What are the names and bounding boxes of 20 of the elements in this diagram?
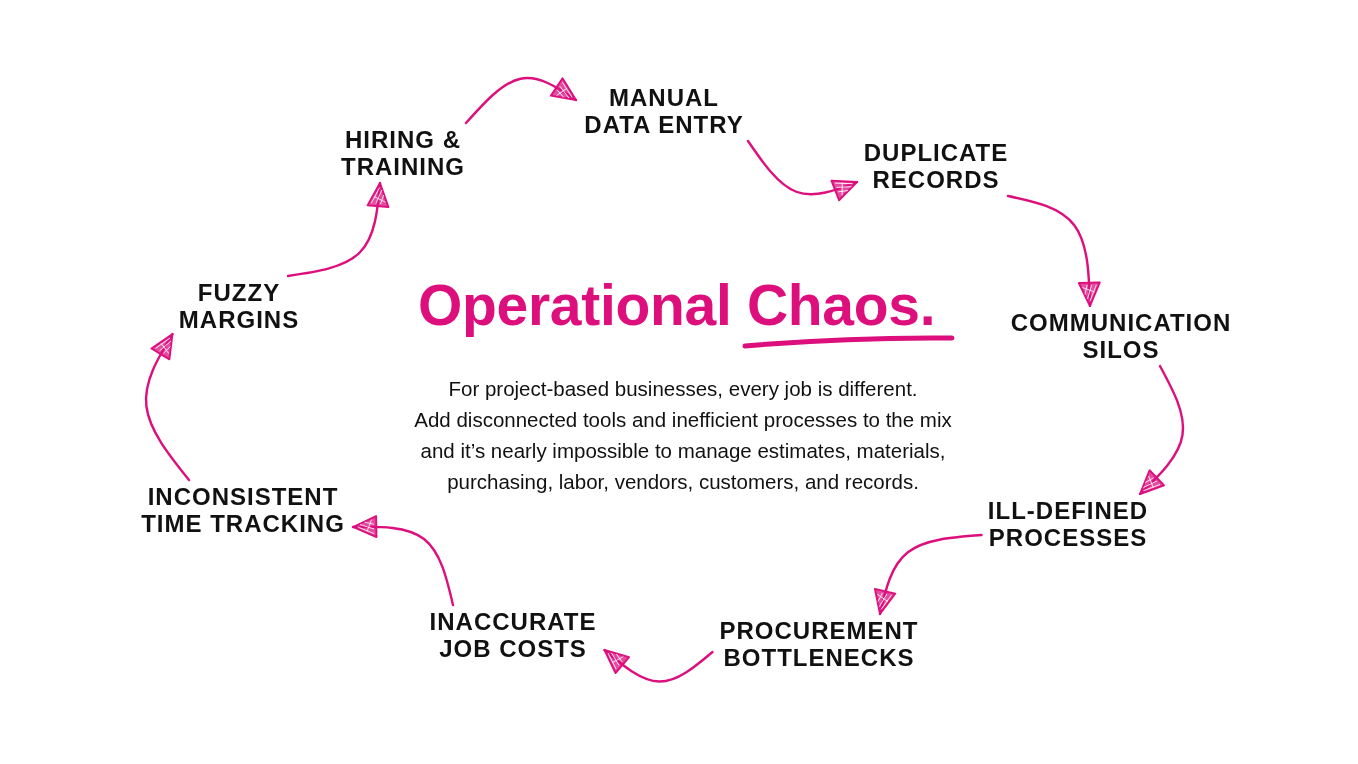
curved-arrow	[1006, 194, 1101, 308]
curved-arrow	[286, 181, 390, 278]
curved-arrow	[746, 139, 859, 202]
cycle-step-label: DUPLICATE RECORDS	[857, 136, 1015, 196]
cycle-step-label: PROCUREMENT BOTTLENECKS	[712, 614, 926, 674]
cycle-step-label: INCONSISTENT TIME TRACKING	[133, 480, 353, 540]
curved-arrow	[1138, 364, 1185, 496]
cycle-step-label: MANUAL DATA ENTRY	[576, 81, 752, 141]
curved-arrow	[464, 76, 578, 125]
cycle-step-label: FUZZY MARGINS	[172, 276, 306, 336]
curved-arrow	[144, 332, 191, 482]
cycle-step-label: COMMUNICATION SILOS	[1003, 306, 1239, 366]
curved-arrow	[351, 515, 455, 607]
body-text: Add disconnected tools and inefficient processes to the mix and it’s nearly impossible to manage estimates, materials, purchasing, labor, vendors, customers, and records.	[413, 407, 953, 495]
curved-arrow	[874, 533, 983, 616]
body-text: For project-based businesses, every job is different.	[447, 376, 919, 402]
cycle-step-label: ILL-DEFINED PROCESSES	[981, 494, 1155, 554]
curved-arrow	[603, 648, 714, 683]
cycle-step-label: INACCURATE JOB COSTS	[421, 605, 605, 665]
cycle-step-label: HIRING & TRAINING	[334, 123, 472, 183]
